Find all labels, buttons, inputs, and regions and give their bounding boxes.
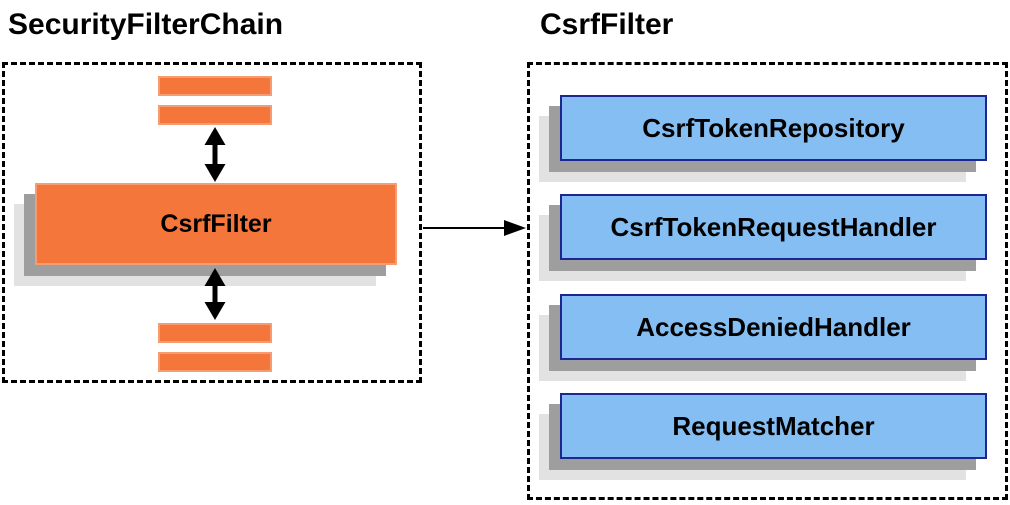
csrf-filter-box-label: CsrfFilter bbox=[35, 183, 397, 265]
filter-placeholder-bar bbox=[158, 352, 272, 372]
csrf-filter-components-container bbox=[527, 62, 1008, 500]
filter-placeholder-bar bbox=[158, 76, 272, 96]
filter-placeholder-bar bbox=[158, 323, 272, 343]
security-filter-chain-container bbox=[2, 62, 422, 383]
chain-to-csrf-arrow bbox=[423, 220, 526, 236]
csrf-filter-title: CsrfFilter bbox=[540, 8, 674, 41]
component-box-request-matcher: RequestMatcher bbox=[539, 393, 987, 480]
component-box-csrf-token-repository: CsrfTokenRepository bbox=[539, 95, 987, 182]
component-box-csrf-token-request-handler: CsrfTokenRequestHandler bbox=[539, 194, 987, 281]
component-label: RequestMatcher bbox=[560, 393, 987, 459]
security-filter-chain-title: SecurityFilterChain bbox=[8, 8, 284, 41]
component-label: AccessDeniedHandler bbox=[560, 294, 987, 360]
component-label: CsrfTokenRequestHandler bbox=[560, 194, 987, 260]
filter-placeholder-bar bbox=[158, 105, 272, 125]
csrf-filter-box: CsrfFilter bbox=[14, 183, 397, 286]
component-box-access-denied-handler: AccessDeniedHandler bbox=[539, 294, 987, 381]
component-label: CsrfTokenRepository bbox=[560, 95, 987, 161]
